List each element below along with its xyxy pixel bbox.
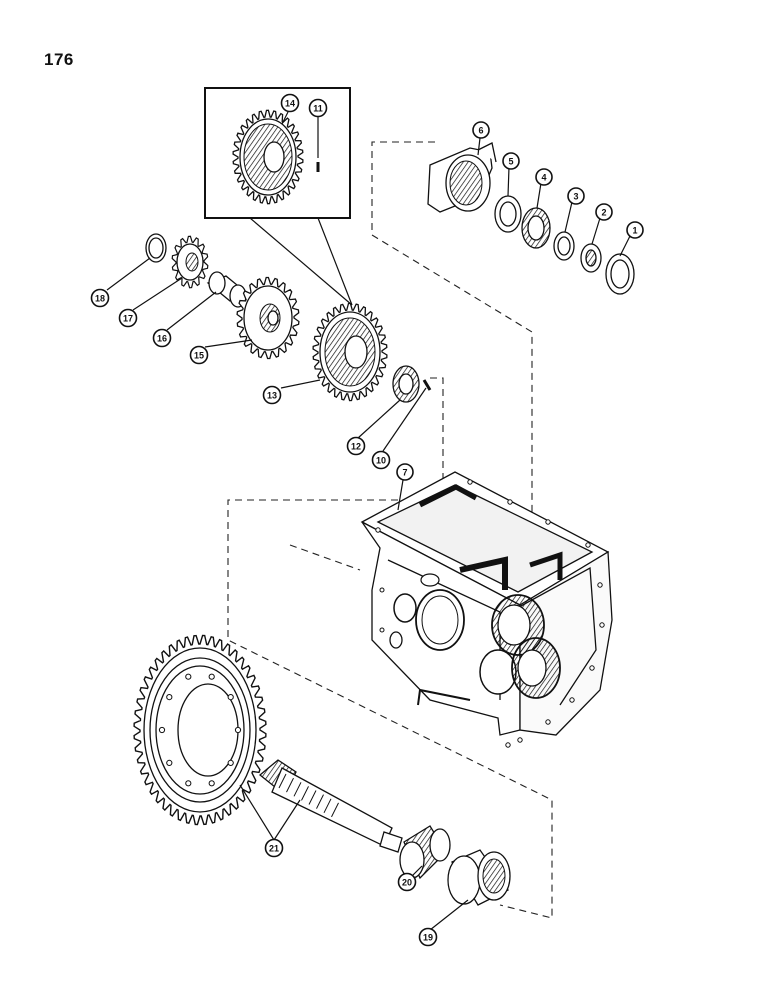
callout-7: 7	[396, 463, 414, 481]
svg-text:16: 16	[157, 334, 167, 344]
svg-text:21: 21	[269, 844, 279, 854]
svg-text:3: 3	[573, 192, 578, 202]
svg-text:14: 14	[285, 99, 295, 109]
callout-18: 18	[90, 288, 110, 308]
svg-text:1: 1	[632, 226, 637, 236]
cup-1	[605, 253, 635, 295]
pin-10	[422, 379, 432, 391]
svg-text:5: 5	[508, 157, 513, 167]
page-number: 176	[44, 50, 74, 69]
ring-3	[553, 231, 575, 261]
svg-text:18: 18	[95, 294, 105, 304]
callout-13: 13	[262, 385, 282, 405]
snap-ring-18	[145, 233, 167, 263]
svg-text:17: 17	[123, 314, 133, 324]
race-5	[494, 195, 522, 233]
callout-10: 10	[371, 450, 391, 470]
ring-gear-21	[133, 634, 267, 826]
gear-15	[236, 276, 300, 360]
leader-lines	[106, 111, 631, 931]
callout-17: 17	[118, 308, 138, 328]
callout-15: 15	[189, 345, 209, 365]
callout-6: 6	[472, 121, 490, 139]
svg-text:20: 20	[402, 878, 412, 888]
callout-1: 1	[626, 221, 644, 239]
bearing-housing-6	[427, 142, 497, 213]
tapered-bearing-20	[399, 825, 451, 880]
svg-text:11: 11	[313, 104, 323, 114]
callout-21: 21	[264, 838, 284, 858]
callout-19: 19	[418, 927, 438, 947]
callout-16: 16	[152, 328, 172, 348]
callout-14: 14	[280, 93, 300, 113]
bearing-4	[521, 207, 551, 249]
callout-12: 12	[346, 436, 366, 456]
svg-text:15: 15	[194, 351, 204, 361]
svg-text:12: 12	[351, 442, 361, 452]
svg-text:4: 4	[541, 173, 546, 183]
callout-3: 3	[567, 187, 585, 205]
callout-5: 5	[502, 152, 520, 170]
svg-text:2: 2	[601, 208, 606, 218]
svg-text:6: 6	[478, 126, 483, 136]
callout-20: 20	[397, 872, 417, 892]
ring-2	[580, 243, 602, 273]
gear-17	[171, 235, 209, 289]
svg-text:10: 10	[376, 456, 386, 466]
callout-2: 2	[595, 203, 613, 221]
bearing-cup-19	[447, 849, 511, 906]
svg-text:7: 7	[402, 468, 407, 478]
callout-11: 11	[308, 98, 328, 118]
callout-4: 4	[535, 168, 553, 186]
pinion-shaft-21	[258, 759, 403, 853]
svg-text:19: 19	[423, 933, 433, 943]
transmission-housing-7	[360, 471, 613, 748]
svg-text:13: 13	[267, 391, 277, 401]
gear-13	[312, 302, 388, 402]
bearing-12	[392, 365, 420, 403]
